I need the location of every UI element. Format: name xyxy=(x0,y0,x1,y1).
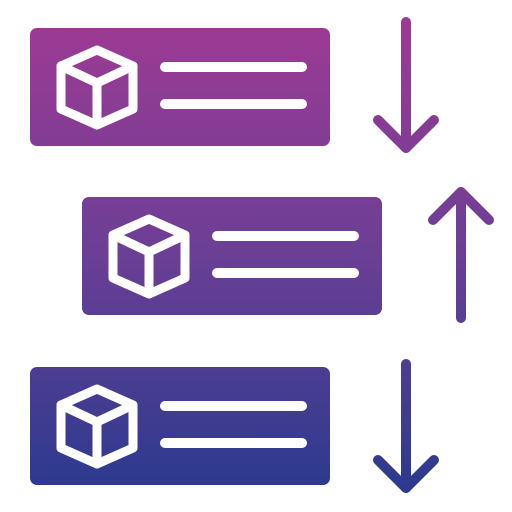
list-item-card xyxy=(82,197,382,315)
list-item-card xyxy=(30,367,330,485)
arrow-up-icon[interactable] xyxy=(428,187,494,323)
list-item-1[interactable] xyxy=(30,28,330,146)
box-icon xyxy=(108,214,190,299)
arrow-down-icon[interactable] xyxy=(373,359,439,493)
text-lines xyxy=(212,231,359,278)
box-icon xyxy=(56,45,138,130)
text-lines xyxy=(160,62,307,109)
list-item-2[interactable] xyxy=(82,197,382,315)
text-lines xyxy=(160,401,307,448)
box-icon xyxy=(56,384,138,469)
list-item-3[interactable] xyxy=(30,367,330,485)
arrow-down-icon[interactable] xyxy=(373,17,439,153)
list-item-card xyxy=(30,28,330,146)
